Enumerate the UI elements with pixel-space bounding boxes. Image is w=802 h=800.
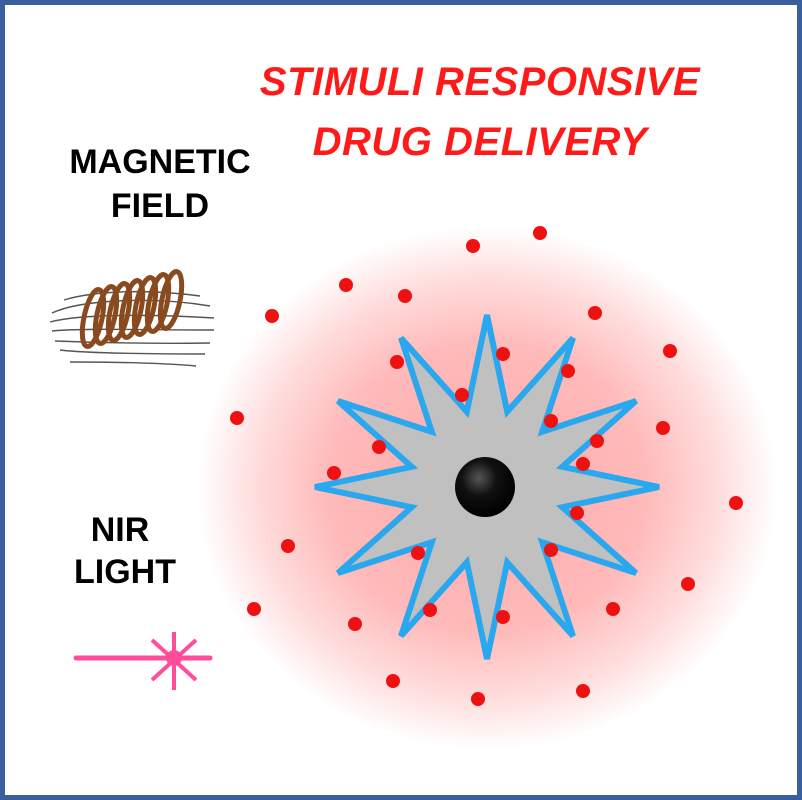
drug-dot (327, 466, 341, 480)
nir-label-line-1: NIR (90, 511, 150, 549)
drug-dot (386, 674, 400, 688)
drug-dot (533, 226, 547, 240)
drug-dot (411, 546, 425, 560)
drug-dot (398, 289, 412, 303)
drug-dot (570, 506, 584, 520)
drug-dot (590, 434, 604, 448)
drug-dot (230, 411, 244, 425)
magnetic-label-line-1: MAGNETIC (69, 143, 251, 181)
drug-dot (496, 347, 510, 361)
drug-dot (576, 457, 590, 471)
drug-dot (681, 577, 695, 591)
coil-icon (49, 269, 215, 367)
coil-loop (105, 281, 133, 343)
magnetic-label-line-2: FIELD (110, 187, 210, 225)
drug-dot (339, 278, 353, 292)
coil-loop (118, 278, 146, 340)
nir-label-line-2: LIGHT (74, 553, 176, 591)
drug-dot (576, 684, 590, 698)
drug-dot (606, 602, 620, 616)
drug-dot (265, 309, 279, 323)
drug-dot (390, 355, 404, 369)
drug-dot (544, 543, 558, 557)
coil-loop (157, 269, 185, 331)
drug-dot (496, 610, 510, 624)
drug-dot (588, 306, 602, 320)
drug-dot (656, 421, 670, 435)
nanoparticle-core (455, 457, 515, 517)
coil-loop (144, 272, 172, 334)
drug-dot (372, 440, 386, 454)
drug-dot (455, 388, 469, 402)
drug-dot (247, 602, 261, 616)
coil-loop (79, 287, 107, 349)
drug-dot (423, 603, 437, 617)
drug-dot (471, 692, 485, 706)
drug-dot (348, 617, 362, 631)
drug-dot (466, 239, 480, 253)
drug-dot (561, 364, 575, 378)
coil-loop (131, 275, 159, 337)
laser-icon (73, 632, 213, 690)
drug-dot (729, 496, 743, 510)
drug-dot (663, 344, 677, 358)
title-line-1: STIMULI RESPONSIVE (259, 60, 701, 104)
drug-molecules (230, 226, 743, 706)
coil-loop (92, 284, 120, 346)
title-line-2: DRUG DELIVERY (312, 120, 648, 164)
drug-dot (281, 539, 295, 553)
drug-dot (544, 414, 558, 428)
